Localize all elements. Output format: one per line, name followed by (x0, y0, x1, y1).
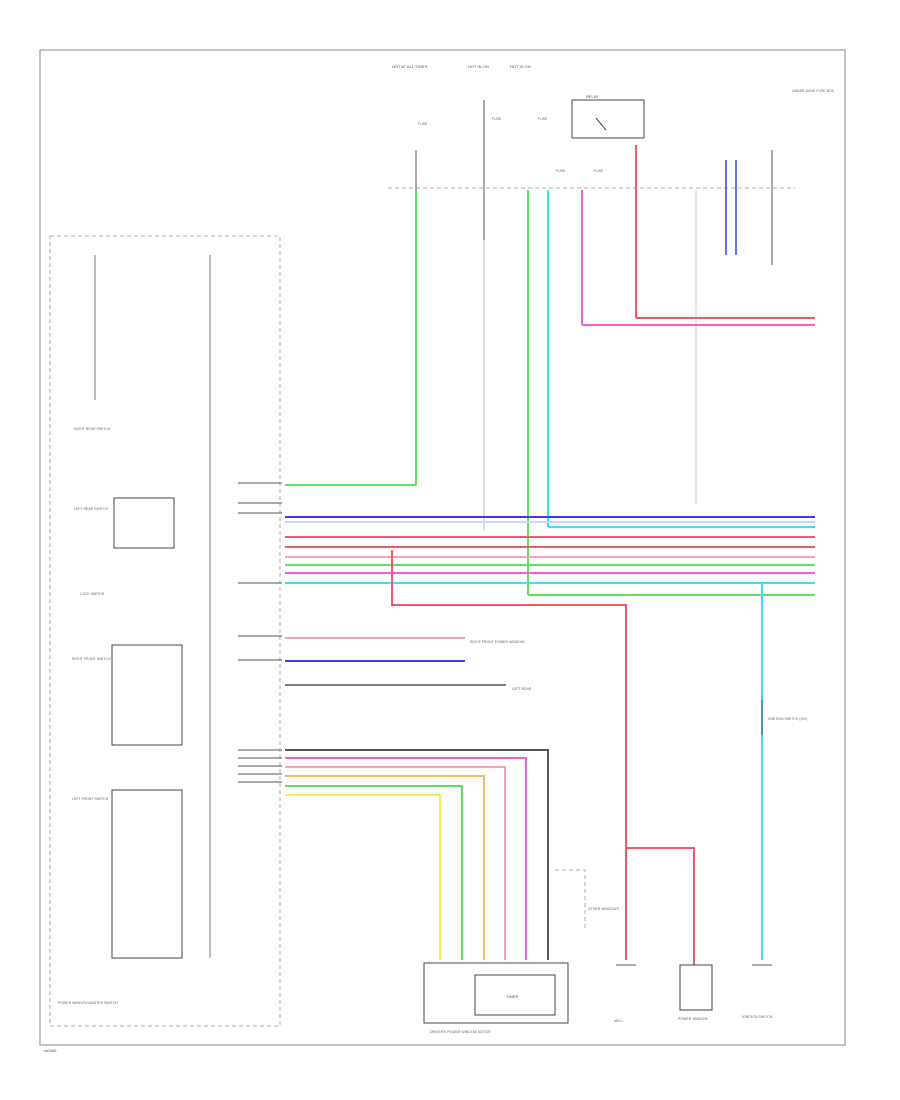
side-dashed-link (555, 869, 586, 930)
relay-box (571, 99, 645, 139)
wire-yellow-low (285, 794, 441, 960)
page-code: ra0086 (44, 1048, 57, 1053)
timer-block (474, 974, 556, 1016)
left-switch-label-1: RIGHT REAR SWITCH (74, 427, 111, 431)
bottom-label-ignition: IGNITION SWITCH (742, 1015, 773, 1019)
wire-red-branch (626, 847, 695, 965)
wire-orange-low (285, 775, 485, 960)
source-label-2: HOT IN ON (468, 64, 489, 69)
relay-label: RELAY (586, 94, 599, 99)
wire-pink-low (285, 766, 506, 960)
right-front-switch-box (111, 644, 183, 746)
power-window-box (679, 964, 713, 1011)
right-note-fusebox: UNDER-DASH FUSE BOX (792, 89, 835, 93)
left-switch-label-2: LEFT REAR SWITCH (74, 507, 108, 511)
wire-magenta-low (285, 757, 527, 960)
left-switch-label-4: RIGHT FRONT SWITCH (72, 657, 111, 661)
source-label-1: HOT AT ALL TIMES (392, 64, 427, 69)
timer-label: TIMER (506, 994, 519, 999)
fuse-label-3: FUSE (538, 117, 548, 121)
wire-red-drop (391, 550, 627, 960)
connector-note-1: RIGHT FRONT POWER WINDOW (470, 640, 525, 644)
fuse-label-4: FUSE (556, 169, 566, 173)
left-front-switch-box (111, 789, 183, 959)
window-motor-module (423, 962, 569, 1024)
wire-green-low (285, 785, 463, 960)
master-switch-panel (49, 235, 281, 1027)
left-stub-group (238, 482, 282, 783)
connector-note-2: LEFT REAR (512, 687, 532, 691)
left-switch-label-5: LEFT FRONT SWITCH (72, 797, 109, 801)
left-switch-label-3: LOCK SWITCH (80, 592, 105, 596)
source-label-3: HOT IN ON (510, 64, 531, 69)
master-switch-title: POWER WINDOW MASTER SWITCH (58, 1001, 118, 1005)
fuse-label-5: FUSE (594, 169, 604, 173)
ign-label: IGNITION SWITCH (ON) (768, 717, 807, 721)
connector-note-3: OTHER WINDOWS (588, 907, 620, 911)
wire-black-low (285, 749, 549, 960)
motor-module-label: DRIVER'S POWER WINDOW MOTOR (430, 1030, 491, 1034)
bottom-label-micu: MICU (614, 1019, 623, 1023)
fuse-label-2: FUSE (492, 117, 502, 121)
left-rear-switch-box (113, 497, 175, 549)
relay-contact (595, 117, 607, 131)
fuse-label-1: FUSE (418, 122, 428, 126)
diagram-frame (39, 49, 846, 1046)
bottom-label-power-window: POWER WINDOW (678, 1017, 708, 1021)
